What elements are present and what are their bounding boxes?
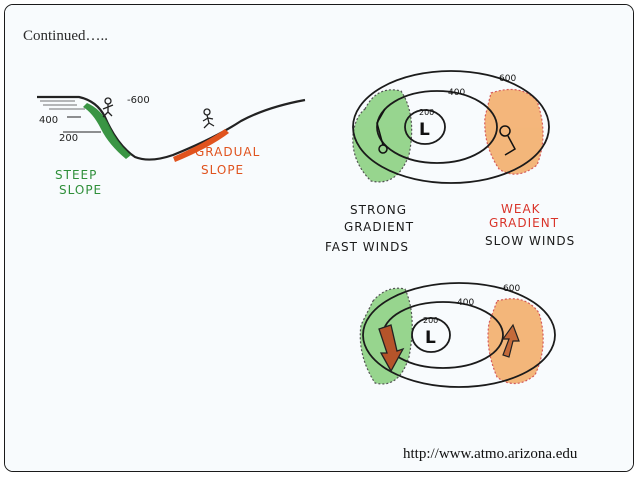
slide-frame: -600 400 200 STEEP SLOPE GRADUAL SLOPE L… [4, 4, 634, 472]
isobar-label-600: 600 [499, 74, 516, 84]
slide-title: Continued….. [23, 28, 108, 44]
isobar-label-200-bottom: 200 [423, 316, 438, 325]
strong-label-line1: STRONG [350, 203, 407, 217]
source-url: http://www.atmo.arizona.edu [403, 446, 578, 462]
weak-gradient-region [484, 88, 544, 175]
terrain-profile [37, 95, 306, 161]
isobar-600 [352, 70, 550, 184]
isobar-400 [376, 90, 498, 164]
hiker-steep-icon [102, 97, 114, 118]
isobar-label-200: 200 [419, 108, 434, 117]
terrain-hatching [40, 100, 85, 110]
isobar-label-400: 400 [448, 88, 465, 98]
pressure-map-top: L 200 400 600 STRONG GRADIENT FAST WINDS… [325, 70, 575, 254]
contour-label-mid: 400 [39, 115, 58, 126]
gradual-label-line1: GRADUAL [195, 145, 260, 159]
wind-barb-fast-icon [376, 108, 388, 154]
weak-label-line2: GRADIENT [489, 216, 559, 230]
gradual-label-line2: SLOPE [201, 163, 244, 177]
pressure-map-bottom: L 200 400 600 [359, 282, 556, 388]
isobar-label-600-bottom: 600 [503, 284, 520, 294]
isobar-200-bottom [411, 317, 451, 353]
strong-label-line2: GRADIENT [344, 220, 414, 234]
drawing-canvas: -600 400 200 STEEP SLOPE GRADUAL SLOPE L… [5, 5, 633, 471]
contour-label-top: -600 [127, 95, 150, 106]
wind-barb-slow-icon [499, 125, 516, 156]
steep-label-line2: SLOPE [59, 183, 102, 197]
steep-slope-fill [83, 103, 131, 159]
steep-label-line1: STEEP [55, 168, 97, 182]
isobar-200 [404, 109, 446, 145]
contour-label-low: 200 [59, 133, 78, 144]
weak-label-line3: SLOW WINDS [485, 234, 575, 248]
hiker-gradual-icon [202, 108, 215, 129]
strong-wind-arrow-icon [378, 324, 405, 373]
isobar-600-bottom [362, 282, 556, 388]
weak-wind-arrow-icon [501, 323, 520, 358]
strong-gradient-region [352, 89, 413, 183]
low-pressure-label-bottom: L [425, 328, 436, 348]
slope-sketch: -600 400 200 STEEP SLOPE GRADUAL SLOPE [37, 95, 306, 197]
strong-label-line3: FAST WINDS [325, 240, 409, 254]
weak-label-line1: WEAK [501, 202, 541, 216]
isobar-label-400-bottom: 400 [457, 298, 474, 308]
gradual-slope-fill [173, 129, 229, 162]
low-pressure-label: L [419, 120, 430, 140]
